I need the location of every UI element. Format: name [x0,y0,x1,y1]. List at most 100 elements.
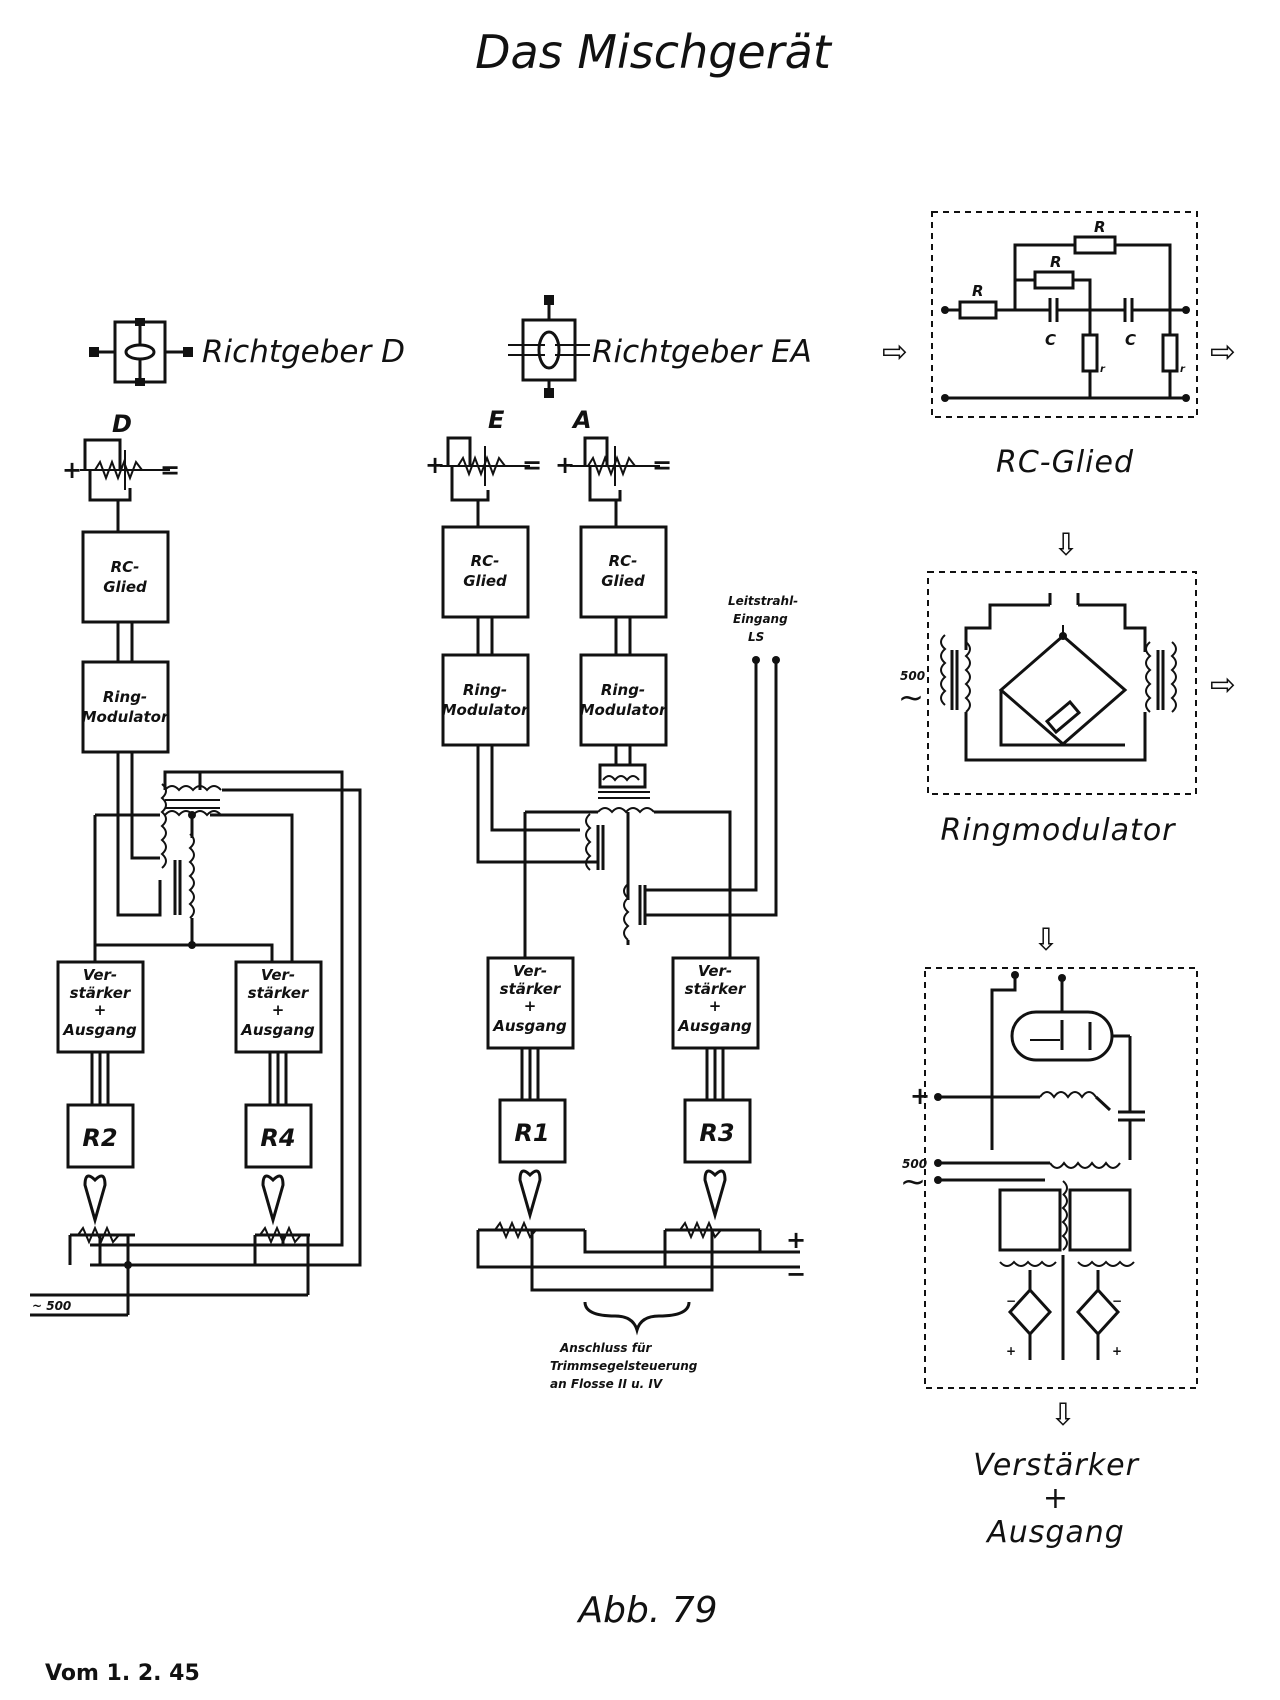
anschluss-label-3: an Flosse II u. IV [550,1377,664,1391]
rc-glied-caption: RC-Glied [996,445,1134,480]
channel-d-wiring [90,752,362,1267]
ringmodulator-caption: Ringmodulator [940,813,1176,848]
sensor-d-label: Richtgeber D [202,334,405,370]
svg-text:+: + [62,456,82,484]
ring-modulator-block-a: Ring- Modulator [579,653,668,747]
svg-text:+: + [1006,1344,1016,1358]
svg-text:Ver-: Ver- [698,962,732,980]
svg-text:Glied: Glied [463,572,507,590]
svg-text:R1: R1 [514,1119,549,1147]
svg-text:Ausgang: Ausgang [492,1017,567,1035]
supply-ac-label: ~ 500 [32,1299,71,1313]
amplifier-block-a: Ver- stärker + Ausgang [671,956,760,1050]
svg-text:RC-: RC- [111,558,140,576]
amplifier-caption-1: Verstärker [973,1448,1139,1483]
svg-text:stärker: stärker [70,984,132,1002]
anschluss-label-1: Anschluss für [559,1341,653,1355]
potentiometer-d-icon: + = [62,438,180,502]
svg-text:⇨: ⇨ [1210,667,1236,703]
svg-text:+: + [94,1001,107,1019]
rc-glied-block-d: RC- Glied [81,530,170,624]
svg-text:stärker: stärker [248,984,310,1002]
arrow-down-2: ⇩ [1033,922,1059,958]
relay-r1: R1 [498,1098,567,1164]
amplifier-block-d2: Ver- stärker + Ausgang [234,960,323,1054]
page-title: Das Mischgerät [475,25,833,79]
anschluss-label-2: Trimmsegelsteuerung [550,1359,698,1373]
date-stamp: Vom 1. 2. 45 [45,1661,200,1686]
svg-text:Ausgang: Ausgang [240,1021,315,1039]
sensor-d-icon [89,318,193,386]
svg-text:+: + [524,997,537,1015]
svg-text:R2: R2 [82,1124,117,1152]
channel-a-letter: A [571,406,592,434]
leitstrahl-label-1: Leitstrahl- [728,594,798,608]
rc-glied-block-e: RC- Glied [441,525,530,619]
svg-text:Ver-: Ver- [513,962,547,980]
amplifier-detail: + 500 ~ − + − + [900,967,1198,1389]
relay-contact-ea-icons [476,1169,800,1292]
svg-text:stärker: stärker [500,980,562,998]
svg-text:⇨: ⇨ [882,334,908,370]
svg-text:Ring-: Ring- [601,681,645,699]
svg-text:=: = [160,456,180,484]
rc-glied-block-a: RC- Glied [579,525,668,619]
svg-text:Modulator: Modulator [580,701,668,719]
svg-text:~: ~ [900,1164,926,1200]
channel-d-letter: D [112,410,132,438]
svg-text:Glied: Glied [601,572,645,590]
svg-text:R: R [1050,253,1062,271]
svg-text:Ausgang: Ausgang [677,1017,752,1035]
amplifier-block-e: Ver- stärker + Ausgang [486,956,575,1050]
svg-text:=: = [522,451,542,479]
svg-text:Modulator: Modulator [82,708,170,726]
potentiometer-a-icon: + = [555,436,672,502]
sensor-ea-label: Richtgeber EA [592,334,812,370]
svg-text:C: C [1045,331,1056,349]
svg-text:+: + [1112,1344,1122,1358]
svg-text:Glied: Glied [103,578,147,596]
figure-caption: Abb. 79 [576,1590,717,1631]
svg-text:−: − [1006,1294,1016,1308]
supply-plus-label: + [786,1226,806,1254]
leitstrahl-label-3: LS [748,630,764,644]
svg-text:R: R [1094,218,1106,236]
rc-glied-detail: ⇨ ⇨ R R R C C r r [882,211,1236,418]
svg-text:Ring-: Ring- [463,681,507,699]
amplifier-block-d1: Ver- stärker + Ausgang [56,960,145,1054]
leitstrahl-label-2: Eingang [733,612,788,626]
svg-text:Ausgang: Ausgang [62,1021,137,1039]
anschluss-brace-icon [583,1301,691,1336]
ringmodulator-detail: ⇨ 500 ~ [898,571,1236,795]
svg-text:R4: R4 [260,1124,295,1152]
arrow-down-1: ⇩ [1053,527,1079,563]
svg-text:~: ~ [898,680,924,716]
amplifier-caption-2: + [1043,1481,1069,1516]
svg-text:⇨: ⇨ [1210,334,1236,370]
svg-text:=: = [652,451,672,479]
svg-text:Ver-: Ver- [83,966,117,984]
svg-text:RC-: RC- [609,552,638,570]
svg-text:+: + [555,451,575,479]
arrow-down-3: ⇩ [1050,1397,1076,1433]
svg-text:+: + [709,997,722,1015]
svg-text:R3: R3 [699,1119,734,1147]
svg-text:r: r [1180,364,1186,375]
svg-text:+: + [425,451,445,479]
svg-text:500: 500 [902,1157,927,1171]
channel-e-letter: E [488,406,505,434]
svg-text:Modulator: Modulator [442,701,530,719]
svg-text:500: 500 [900,669,925,683]
svg-text:RC-: RC- [471,552,500,570]
channel-ea-wiring [476,656,780,962]
svg-text:Ring-: Ring- [103,688,147,706]
svg-text:r: r [1100,364,1106,375]
svg-text:Ver-: Ver- [261,966,295,984]
amplifier-caption-3: Ausgang [985,1515,1125,1550]
ring-modulator-block-d: Ring- Modulator [81,660,170,754]
relay-r2: R2 [66,1103,135,1169]
potentiometer-e-icon: + = [425,436,542,502]
svg-text:R: R [972,282,984,300]
svg-text:stärker: stärker [685,980,747,998]
relay-contact-d-icons [30,1174,310,1317]
